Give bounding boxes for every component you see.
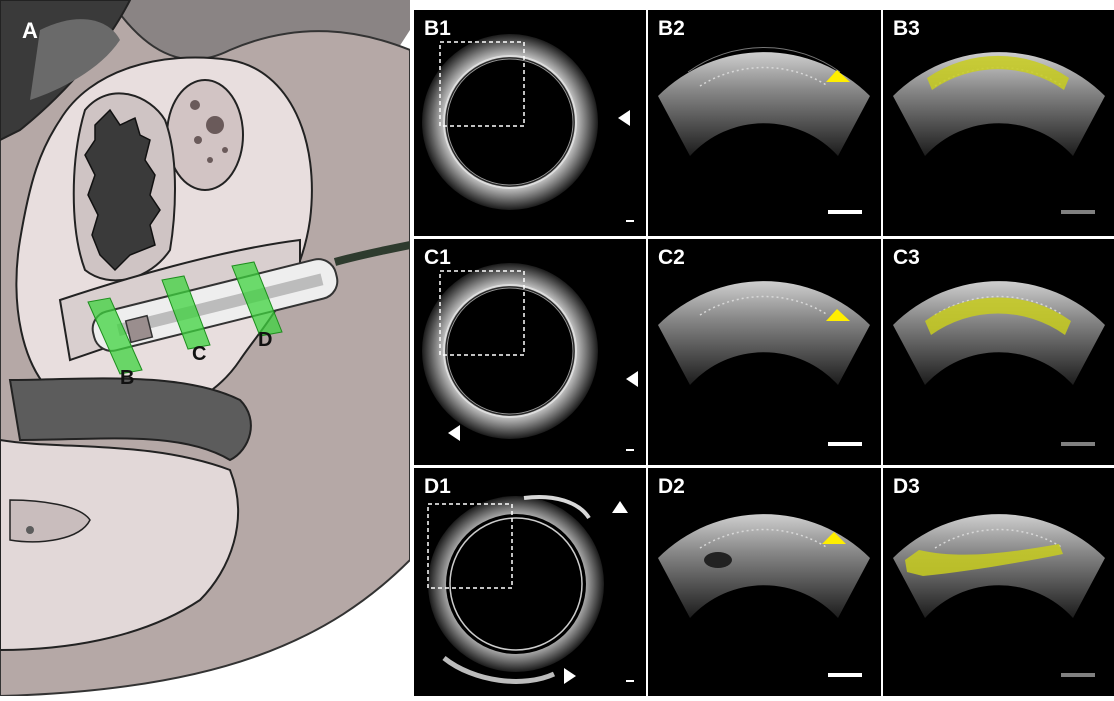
panel-label-a: A: [22, 18, 38, 44]
panel-c1-image: C1: [414, 239, 646, 465]
panel-b2-image: B2: [648, 10, 881, 236]
panel-label-d3: D3: [893, 476, 920, 497]
panel-label-d2: D2: [658, 476, 685, 497]
panel-label-c3: C3: [893, 247, 920, 268]
panel-c2-image: C2: [648, 239, 881, 465]
panel-label-b1: B1: [424, 18, 451, 39]
panel-label-d1: D1: [424, 476, 451, 497]
panel-label-b3: B3: [893, 18, 920, 39]
panel-b3-image: B3: [883, 10, 1114, 236]
region-label-c: C: [192, 343, 206, 365]
panel-d1-image: D1: [414, 468, 646, 696]
panel-b1-image: B1: [414, 10, 646, 236]
oct-image-grid: B1 B2 B3: [414, 10, 1114, 696]
anatomy-illustration: B C D: [0, 0, 410, 696]
panel-d2-image: D2: [648, 468, 881, 696]
region-label-b: B: [120, 367, 134, 389]
panel-d3-image: D3: [883, 468, 1114, 696]
region-label-d: D: [258, 329, 272, 351]
anatomy-schematic-panel: B C D A: [0, 0, 410, 696]
panel-label-c1: C1: [424, 247, 451, 268]
panel-label-c2: C2: [658, 247, 685, 268]
panel-label-b2: B2: [658, 18, 685, 39]
panel-c3-image: C3: [883, 239, 1114, 465]
